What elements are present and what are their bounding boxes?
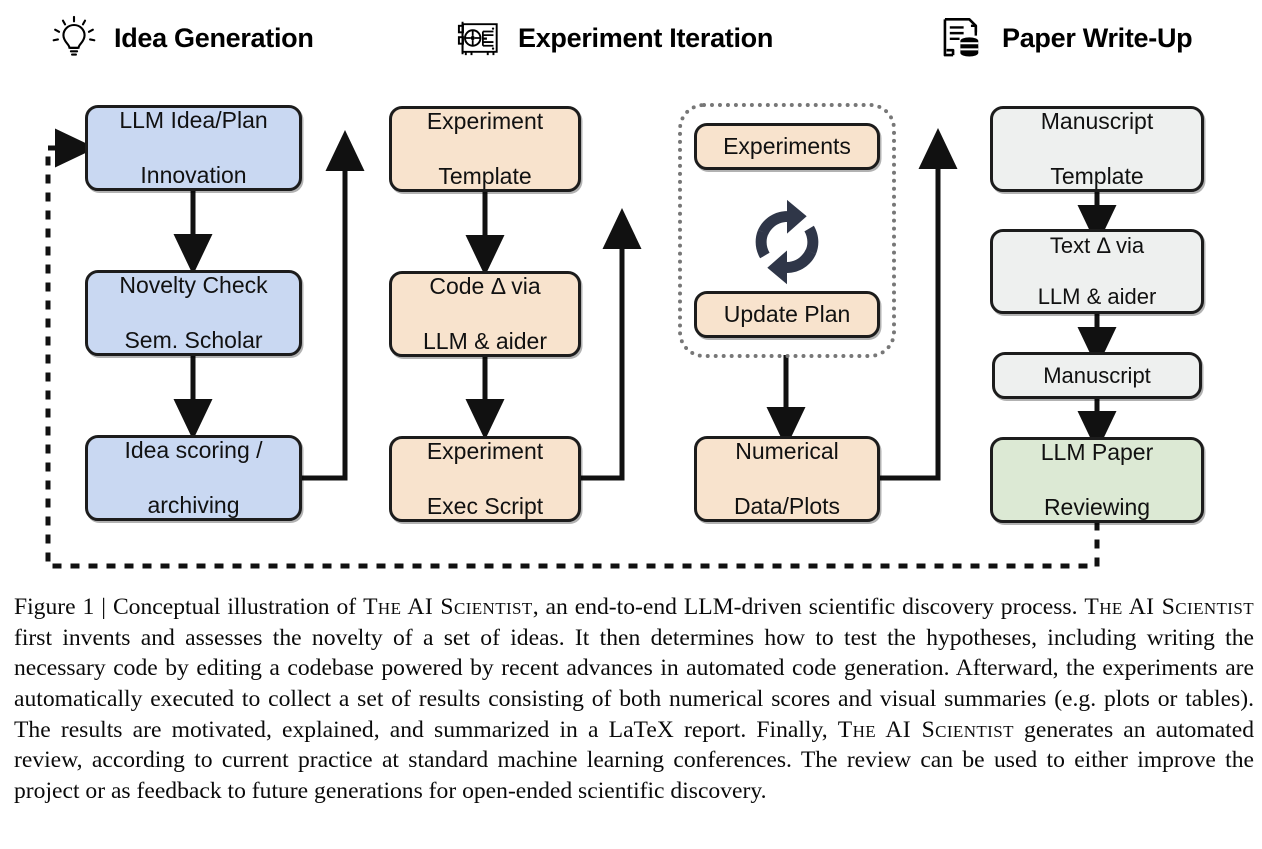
node-label-line2: Template	[1050, 162, 1144, 189]
node-label-line1: Experiment	[426, 438, 544, 465]
node-label-line1: LLM Idea/Plan	[119, 107, 268, 134]
node-llm-paper-reviewing[interactable]: LLM Paper Reviewing	[990, 437, 1204, 523]
node-numerical-data-plots[interactable]: Numerical Data/Plots	[694, 436, 880, 522]
lightbulb-icon	[48, 12, 100, 64]
node-label-line1: Novelty Check	[119, 272, 268, 299]
section-header-label: Paper Write-Up	[1002, 22, 1193, 53]
caption-part-4: generates an automated review, according…	[14, 716, 1254, 805]
caption-smallcaps-3: The AI Scientist	[837, 716, 1014, 743]
refresh-cycle-icon	[742, 197, 832, 292]
node-text-delta-via-llm-aider[interactable]: Text Δ via LLM & aider	[990, 229, 1204, 314]
node-label: Manuscript Template	[1029, 108, 1165, 189]
node-label-line1: LLM Paper	[1040, 439, 1154, 466]
node-experiment-exec-script[interactable]: Experiment Exec Script	[389, 436, 581, 522]
node-label: Experiment Exec Script	[415, 438, 555, 519]
iteration-loop-container	[678, 103, 896, 358]
node-novelty-check-sem-scholar[interactable]: Novelty Check Sem. Scholar	[85, 270, 302, 356]
node-label-line2: Exec Script	[426, 492, 544, 519]
node-experiment-template[interactable]: Experiment Template	[389, 106, 581, 192]
node-label-line2: Data/Plots	[733, 492, 841, 519]
node-manuscript-template[interactable]: Manuscript Template	[990, 106, 1204, 192]
section-header-paper-write-up: Paper Write-Up	[936, 12, 1193, 64]
caption-separator: |	[101, 594, 107, 620]
node-label-line1: Code Δ via	[429, 273, 541, 300]
node-label: Code Δ via LLM & aider	[411, 273, 559, 354]
node-label-line2: LLM & aider	[422, 327, 547, 354]
node-idea-scoring-archiving[interactable]: Idea scoring / archiving	[85, 435, 302, 521]
section-header-experiment-iteration: Experiment Iteration	[452, 12, 773, 64]
node-code-delta-via-llm-aider[interactable]: Code Δ via LLM & aider	[389, 271, 581, 357]
node-label-line1: Manuscript	[1040, 108, 1154, 135]
section-header-idea-generation: Idea Generation	[48, 12, 314, 64]
node-label: LLM Idea/Plan Innovation	[107, 107, 279, 188]
node-llm-idea-plan-innovation[interactable]: LLM Idea/Plan Innovation	[85, 105, 302, 191]
node-label-line2: LLM & aider	[1037, 284, 1157, 310]
node-label: Novelty Check Sem. Scholar	[107, 272, 279, 353]
feedback-loop-dotted	[45, 145, 1100, 569]
node-label: Update Plan	[723, 300, 851, 327]
node-experiments[interactable]: Experiments	[694, 123, 880, 170]
caption-part-1: Conceptual illustration of	[106, 594, 364, 620]
gpu-card-icon	[452, 12, 504, 64]
node-manuscript[interactable]: Manuscript	[992, 352, 1202, 399]
node-update-plan[interactable]: Update Plan	[694, 291, 880, 338]
node-label: Experiments	[723, 132, 851, 159]
node-label-line1: Numerical	[735, 438, 839, 465]
node-label-line2: Sem. Scholar	[124, 326, 263, 353]
section-header-label: Experiment Iteration	[518, 22, 774, 53]
caption-part-2: , an end-to-end LLM-driven scientific di…	[532, 594, 1085, 620]
section-header-label: Idea Generation	[114, 22, 314, 53]
node-label-line2: Template	[438, 162, 532, 189]
caption-smallcaps-2: The AI Scientist	[1084, 594, 1255, 620]
node-label-line2: Reviewing	[1043, 493, 1151, 520]
figure-caption: Figure 1 | Conceptual illustration of Th…	[14, 592, 1254, 807]
node-label: Idea scoring / archiving	[112, 437, 274, 518]
flow-connectors	[45, 127, 1117, 569]
node-label-line1: Experiment	[426, 108, 544, 135]
node-label-line1: Text Δ via	[1049, 232, 1145, 258]
node-label: Text Δ via LLM & aider	[1026, 233, 1169, 311]
caption-part-3: first invents and assesses the novelty o…	[14, 624, 1254, 743]
node-label: Numerical Data/Plots	[722, 438, 852, 519]
node-label-line1: Idea scoring /	[124, 437, 263, 464]
caption-figure-label: Figure 1	[14, 594, 95, 620]
node-label-line2: archiving	[147, 491, 240, 518]
document-database-icon	[936, 12, 988, 64]
node-label-line2: Innovation	[140, 161, 247, 188]
node-label: LLM Paper Reviewing	[1029, 439, 1166, 520]
node-label: Experiment Template	[415, 108, 555, 189]
caption-smallcaps-1: The AI Scientist	[363, 594, 533, 620]
node-label: Manuscript	[1043, 362, 1151, 388]
